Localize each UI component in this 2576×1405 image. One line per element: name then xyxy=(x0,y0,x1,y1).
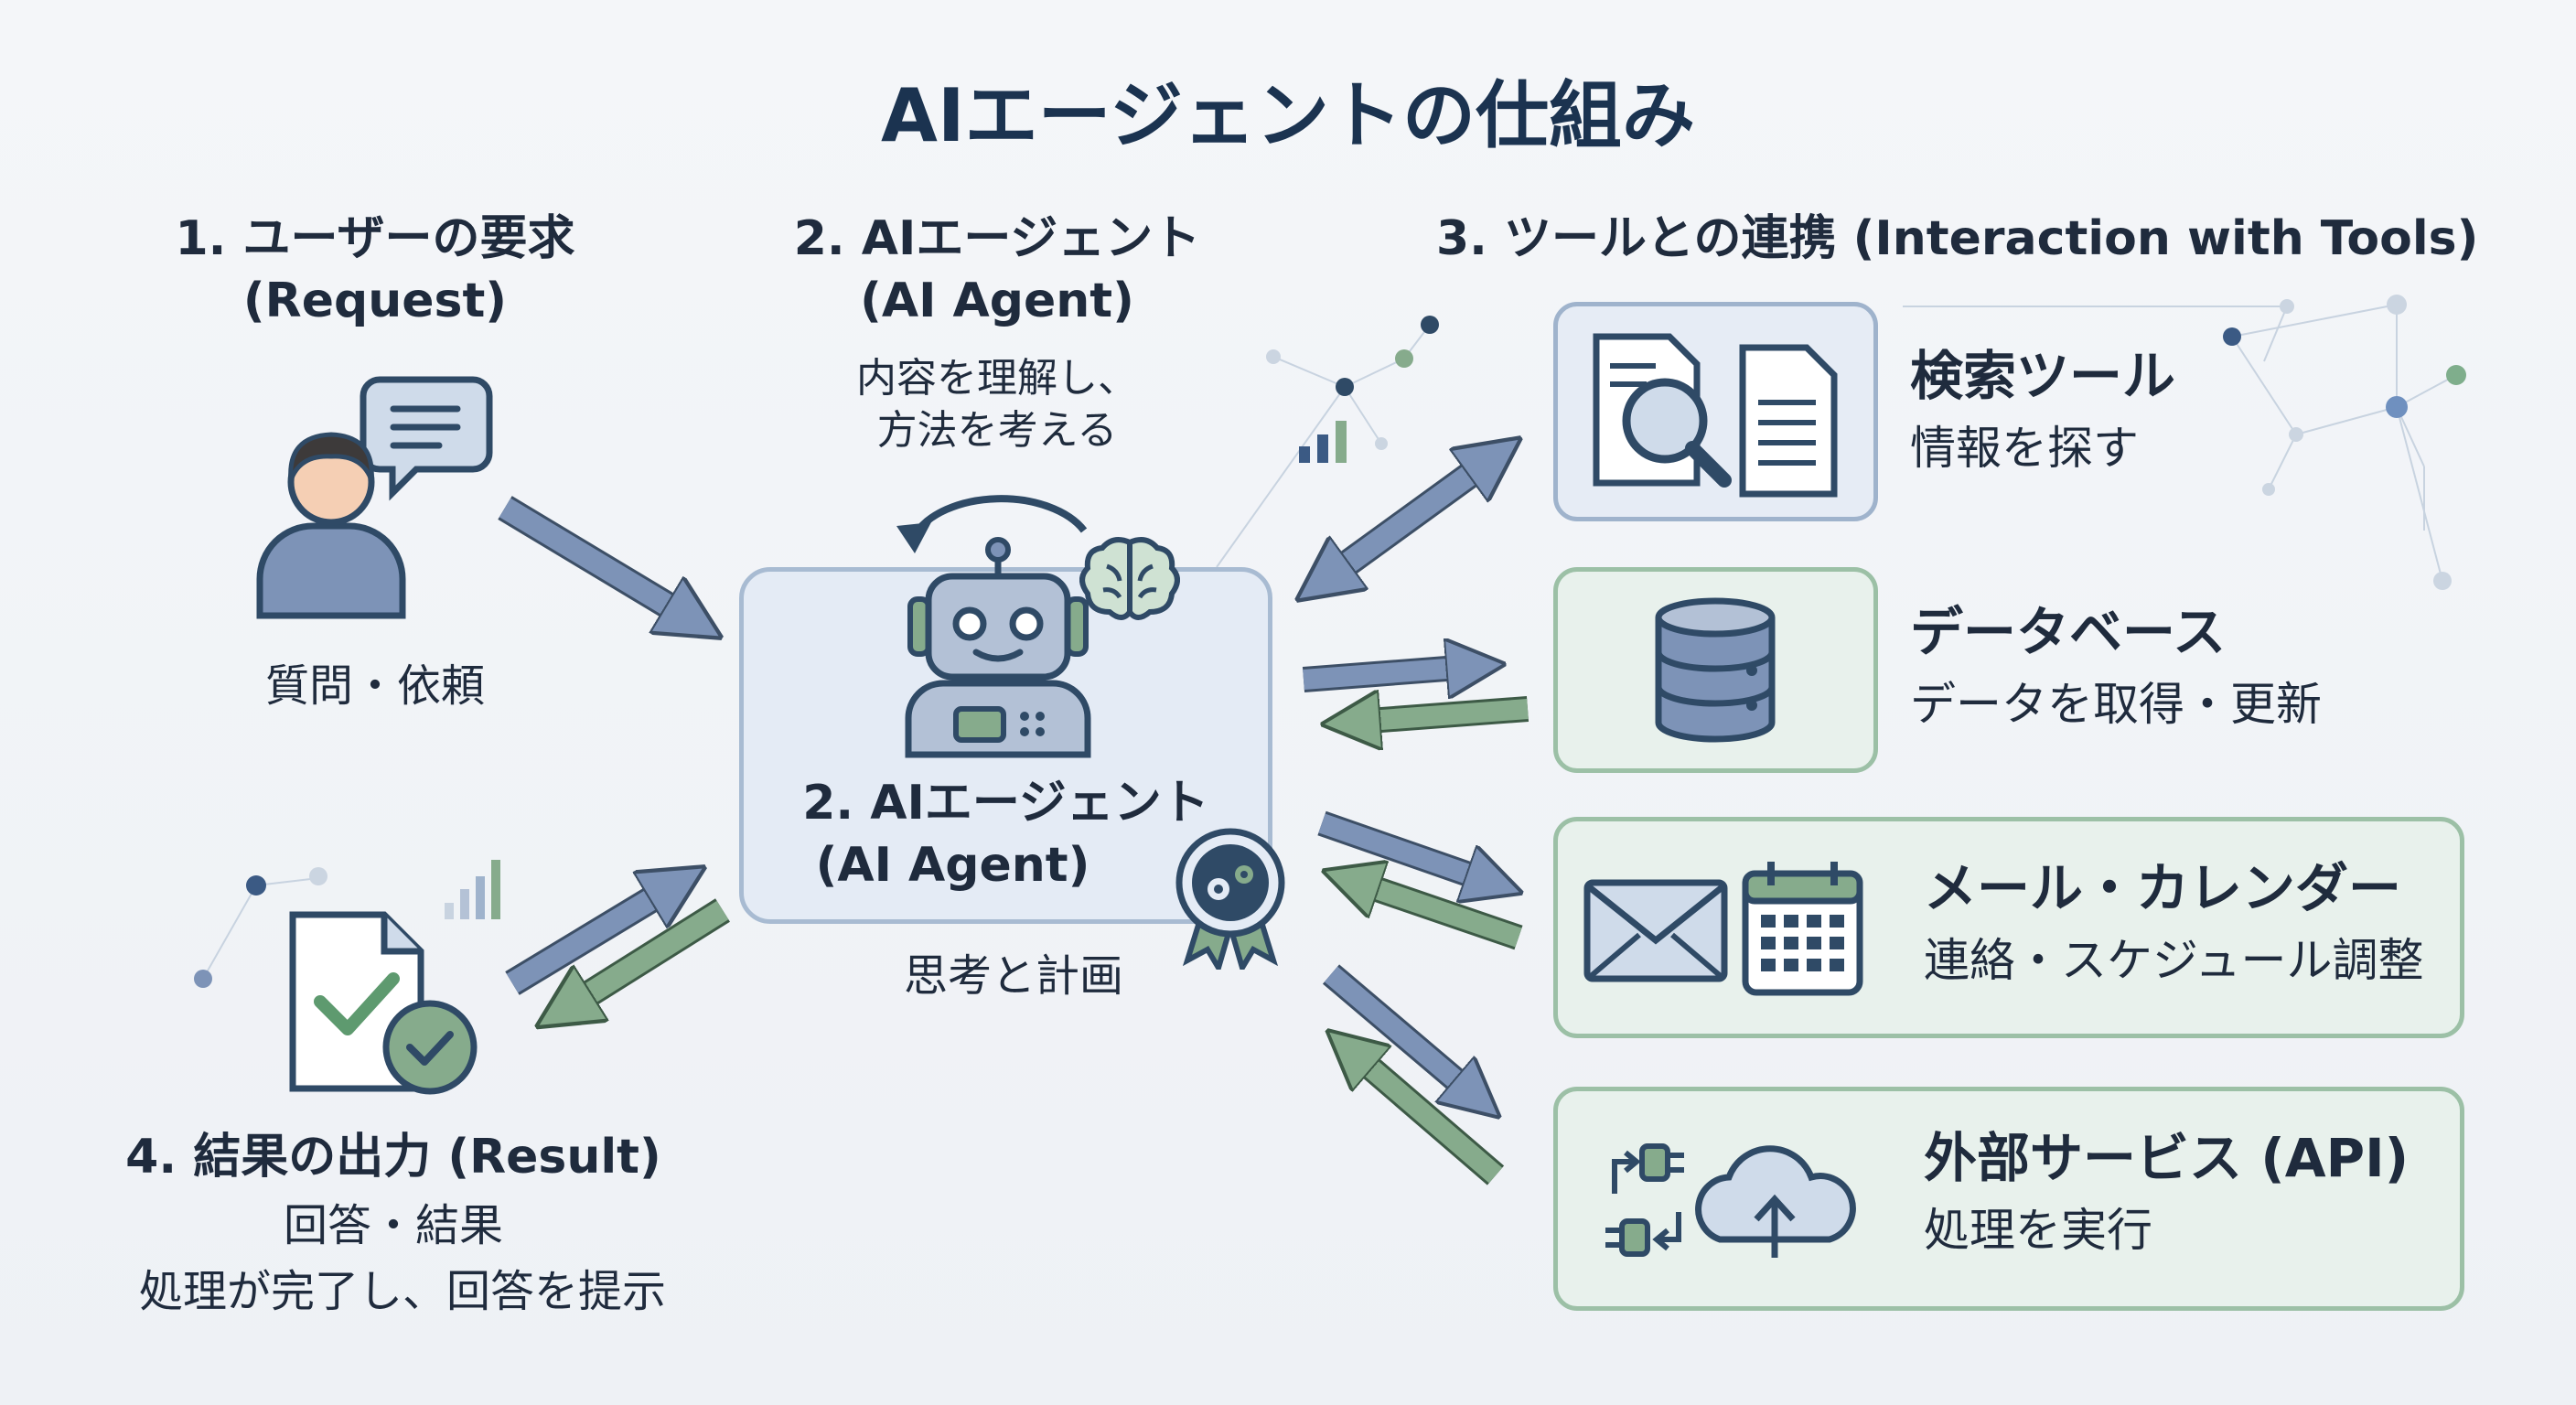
robot-icon xyxy=(905,537,1091,758)
step1-heading: 1. ユーザーの要求 xyxy=(175,211,575,266)
page-title: AIエージェントの仕組み xyxy=(880,73,1696,158)
document-search-icon xyxy=(1593,333,1838,498)
network-decoration-right xyxy=(1903,304,2457,582)
tool-database-desc: データを取得・更新 xyxy=(1910,678,2322,731)
step2-subheading: (AI Agent) xyxy=(860,273,1134,328)
step4-line1: 回答・結果 xyxy=(283,1200,503,1251)
gear-badge-icon xyxy=(1175,828,1285,970)
step1-caption: 質問・依頼 xyxy=(264,660,485,712)
step2-thinking-line1: 内容を理解し、 xyxy=(856,355,1138,402)
tool-api-desc: 処理を実行 xyxy=(1924,1204,2152,1257)
tool-search-desc: 情報を探す xyxy=(1910,422,2139,475)
step3-heading: 3. ツールとの連携 (Interaction with Tools) xyxy=(1436,211,2479,266)
tool-search-name: 検索ツール xyxy=(1910,345,2176,407)
database-icon xyxy=(1655,597,1776,743)
network-decoration-left xyxy=(202,877,319,980)
network-nodes-left xyxy=(194,867,327,988)
agent-box-heading: 2. AIエージェント xyxy=(802,776,1209,831)
chat-bubble-icon xyxy=(360,376,493,501)
brain-icon xyxy=(1079,537,1180,620)
document-check-icon xyxy=(289,911,478,1095)
tool-mail-calendar-desc: 連絡・スケジュール調整 xyxy=(1924,934,2424,987)
step2-thinking-line2: 方法を考える xyxy=(876,407,1118,454)
tool-mail-calendar-name: メール・カレンダー xyxy=(1924,857,2402,919)
step1-subheading: (Request) xyxy=(242,273,508,328)
mini-bar-icon-left xyxy=(445,860,500,919)
step4-heading: 4. 結果の出力 (Result) xyxy=(125,1130,661,1185)
step4-line2: 処理が完了し、回答を提示 xyxy=(138,1266,666,1317)
flow-arrows xyxy=(498,453,1530,1185)
mail-calendar-icon xyxy=(1583,862,1863,996)
user-icon xyxy=(256,376,493,619)
network-nodes-center xyxy=(1266,316,1439,450)
tool-api-name: 外部サービス (API) xyxy=(1924,1127,2410,1189)
plug-cloud-icon xyxy=(1605,1143,1856,1258)
step2-heading: 2. AIエージェント xyxy=(793,211,1201,266)
agent-box-subheading: (AI Agent) xyxy=(815,838,1090,893)
network-nodes-right xyxy=(2223,295,2466,590)
cycle-arrow-icon xyxy=(896,495,1088,553)
step2-caption: 思考と計画 xyxy=(903,950,1123,1002)
tool-database-name: データベース xyxy=(1910,601,2227,663)
